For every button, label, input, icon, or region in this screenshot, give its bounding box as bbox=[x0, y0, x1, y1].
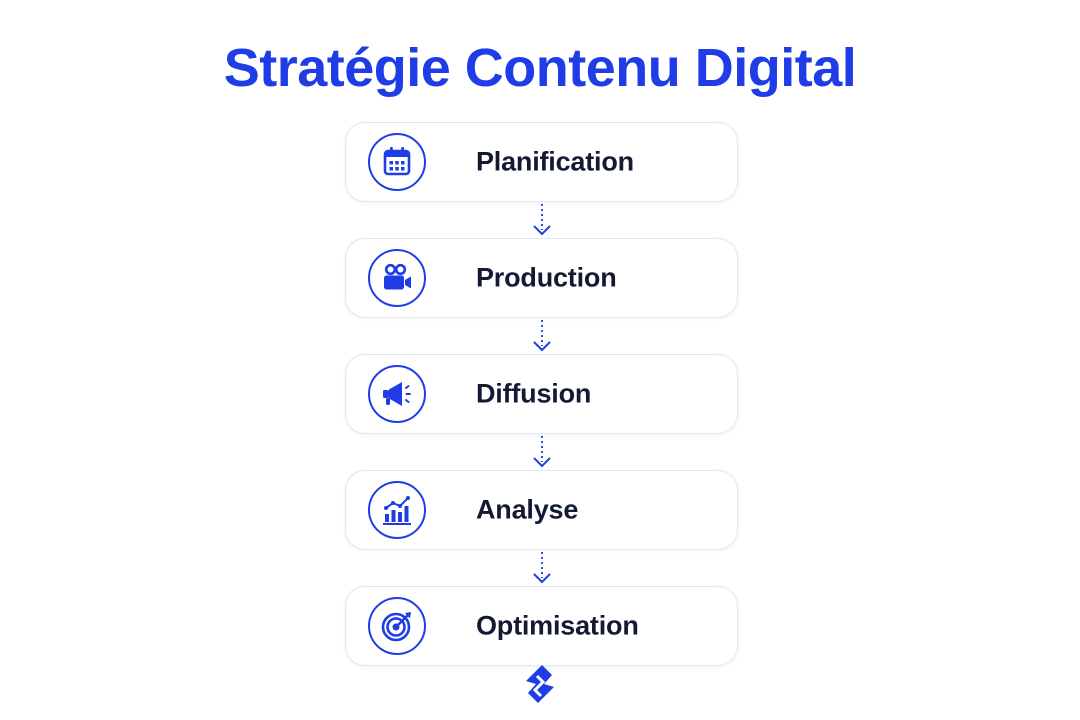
page-title: Stratégie Contenu Digital bbox=[223, 38, 857, 98]
step-label-analyse: Analyse bbox=[476, 494, 579, 525]
megaphone-icon bbox=[368, 365, 426, 423]
connector-arrow bbox=[345, 202, 738, 238]
target-icon bbox=[368, 597, 426, 655]
step-label-diffusion: Diffusion bbox=[476, 378, 592, 409]
step-label-planification: Planification bbox=[476, 146, 634, 177]
step-diffusion: Diffusion bbox=[345, 354, 738, 434]
step-planification: Planification bbox=[345, 122, 738, 202]
step-label-optimisation: Optimisation bbox=[476, 610, 639, 641]
video-camera-icon bbox=[368, 249, 426, 307]
process-flow: Planification Production bbox=[345, 122, 740, 666]
step-production: Production bbox=[345, 238, 738, 318]
step-label-production: Production bbox=[476, 262, 617, 293]
connector-arrow bbox=[345, 550, 738, 586]
connector-arrow bbox=[345, 434, 738, 470]
growth-chart-icon bbox=[368, 481, 426, 539]
step-optimisation: Optimisation bbox=[345, 586, 738, 666]
step-analyse: Analyse bbox=[345, 470, 738, 550]
calendar-icon bbox=[368, 133, 426, 191]
connector-arrow bbox=[345, 318, 738, 354]
brand-logo-icon bbox=[526, 665, 554, 703]
